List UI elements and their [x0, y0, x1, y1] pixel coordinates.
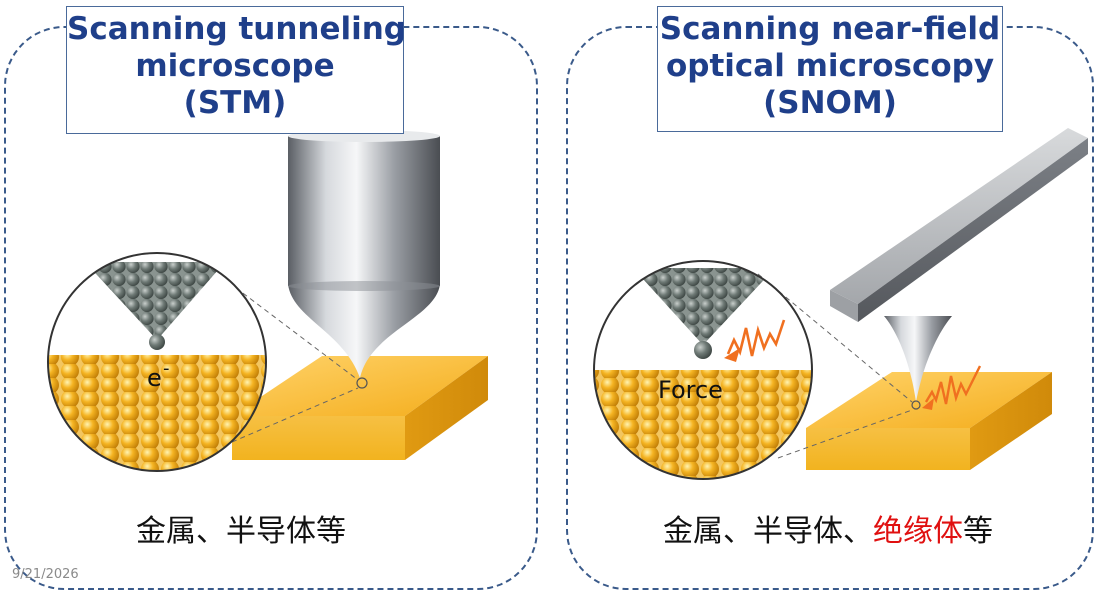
snom-cantilever: [830, 128, 1088, 322]
footer-date: 9/21/2026: [12, 567, 79, 582]
snom-title-line-2: optical microscopy: [665, 48, 995, 84]
snom-title-line-1: Scanning near-field: [659, 11, 1001, 47]
snom-tip: [884, 316, 952, 402]
snom-inset-light-wave-icon: [726, 319, 786, 357]
snom-light-wave-icon: [924, 365, 982, 405]
stm-material-caption: 金属、半导体等: [136, 514, 346, 549]
stm-tip: [288, 130, 440, 378]
stm-atomic-inset: [47, 252, 267, 472]
snom-title-line-3: (SNOM): [763, 85, 897, 121]
stm-title-box: Scanning tunneling microscope (STM): [66, 6, 407, 134]
stm-title-line-1: Scanning tunneling: [67, 11, 407, 47]
snom-sample-block: [806, 372, 1052, 470]
snom-caption-tail: 等: [963, 514, 993, 549]
snom-inset-light-arrow-icon: [724, 348, 740, 362]
stm-title-line-2: microscope: [135, 48, 335, 84]
stm-electron-label: e: [147, 364, 162, 392]
snom-force-label: Force: [658, 376, 723, 404]
snom-contact-marker: [911, 400, 921, 410]
snom-zoom-line-top: [757, 273, 913, 403]
stm-sample-block: [232, 356, 488, 460]
snom-title-box: Scanning near-field optical microscopy (…: [657, 6, 1003, 132]
snom-caption-highlight: 绝缘体: [873, 514, 963, 549]
stm-zoom-line-bottom: [231, 387, 359, 443]
stm-electron-sup: -: [163, 358, 170, 379]
snom-zoom-line-bottom: [777, 409, 913, 459]
stm-contact-marker: [356, 377, 368, 389]
stm-title-line-3: (STM): [183, 85, 287, 121]
snom-material-caption: 金属、半导体、绝缘体等: [663, 506, 993, 550]
snom-caption-plain: 金属、半导体、: [663, 514, 873, 549]
snom-light-arrow-icon: [922, 398, 934, 410]
